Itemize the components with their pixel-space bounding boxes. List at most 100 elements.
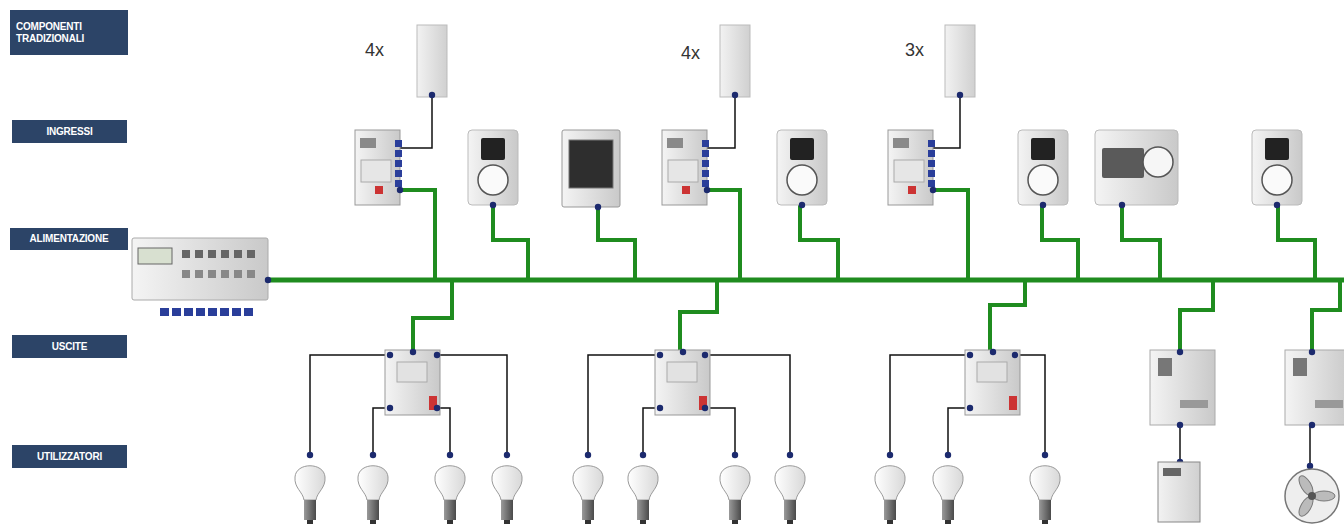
bus-branch [930, 190, 968, 280]
light-bulb [492, 466, 522, 500]
output-actuator [655, 350, 710, 415]
bus-branch [1180, 280, 1213, 350]
terminal-dot [447, 452, 453, 458]
supply-button [208, 250, 216, 258]
bulb-tip [945, 520, 951, 524]
bulb-tip [1042, 520, 1048, 524]
terminal-dot [657, 352, 663, 358]
module-detail [360, 138, 376, 148]
thermostat-knob [478, 165, 508, 195]
terminal-dot [1119, 202, 1125, 208]
actuator-label [397, 362, 427, 382]
module-terminal [395, 170, 402, 177]
supply-button [247, 270, 255, 278]
load-wire [1179, 425, 1181, 462]
supply-button [247, 250, 255, 258]
terminal-dot [429, 92, 435, 98]
load-wire [310, 355, 390, 455]
row-header: USCITE [12, 335, 127, 358]
module-terminal [395, 180, 402, 187]
bulb-base [501, 500, 513, 520]
module-detail [1293, 358, 1307, 376]
bus-branch [800, 205, 838, 280]
module-terminal [928, 160, 935, 167]
chrono-knob [1143, 147, 1173, 177]
load-wire [437, 355, 507, 455]
terminal-dot [1274, 202, 1280, 208]
traditional-component [720, 25, 750, 97]
bulb-tip [887, 520, 893, 524]
input-module [888, 130, 933, 205]
module-led [908, 186, 916, 194]
bus-branch [1312, 280, 1340, 350]
terminal-dot [1309, 349, 1315, 355]
supply-button [221, 250, 229, 258]
light-bulb [1030, 466, 1060, 500]
module-terminal [928, 150, 935, 157]
light-bulb [875, 466, 905, 500]
output-actuator [965, 350, 1020, 415]
bulb-tip [585, 520, 591, 524]
terminal-dot [957, 92, 963, 98]
bulb-base [444, 500, 456, 520]
supply-button [182, 270, 190, 278]
module-terminal [702, 170, 709, 177]
supply-button [208, 270, 216, 278]
supply-terminal [220, 308, 229, 316]
terminal-dot [887, 452, 893, 458]
module-led [682, 186, 690, 194]
bus-branch [413, 280, 452, 350]
bulb-base [1039, 500, 1051, 520]
module-label [894, 160, 924, 182]
bulb-tip [307, 520, 313, 524]
module-detail [1158, 358, 1172, 376]
module-terminal [928, 170, 935, 177]
supply-button [195, 270, 203, 278]
signal-wire [400, 95, 432, 148]
bulb-tip [504, 520, 510, 524]
bus-branch [1278, 205, 1315, 280]
terminal-dot [595, 204, 601, 210]
terminal-dot [504, 452, 510, 458]
load-wire [890, 355, 970, 455]
bus-branch [1122, 205, 1160, 280]
terminal-dot [585, 452, 591, 458]
row-header: INGRESSI [12, 120, 127, 143]
traditional-component [417, 25, 447, 97]
signal-wire [932, 95, 960, 148]
signal-wire [707, 95, 735, 148]
bulb-tip [640, 520, 646, 524]
thermostat-knob [787, 165, 817, 195]
room-thermostat [777, 130, 827, 205]
thermostat-display [481, 138, 505, 160]
terminal-dot [387, 405, 393, 411]
bus-branch [1042, 205, 1078, 280]
bulb-base [304, 500, 316, 520]
bulb-tip [370, 520, 376, 524]
row-header: ALIMENTAZIONE [10, 228, 128, 250]
terminal-dot [434, 352, 440, 358]
hvac-module [1285, 350, 1344, 425]
light-bulb [573, 466, 603, 500]
module-terminal [702, 160, 709, 167]
row-header-text: UTILIZZATORI [18, 451, 121, 463]
bulb-tip [447, 520, 453, 524]
supply-display [138, 248, 172, 264]
terminal-dot [930, 187, 936, 193]
terminal-dot [307, 452, 313, 458]
terminal-dot [265, 277, 271, 283]
module-detail [893, 138, 909, 148]
bulb-base [637, 500, 649, 520]
supply-terminal [196, 308, 205, 316]
chrono-display [1102, 148, 1144, 178]
chrono-thermostat [1095, 130, 1178, 205]
bulb-base [784, 500, 796, 520]
room-thermostat [1252, 130, 1302, 205]
terminal-dot [967, 405, 973, 411]
supply-terminal [184, 308, 193, 316]
terminal-dot [490, 202, 496, 208]
bulb-base [884, 500, 896, 520]
row-header: UTILIZZATORI [12, 445, 127, 468]
terminal-dot [680, 349, 686, 355]
